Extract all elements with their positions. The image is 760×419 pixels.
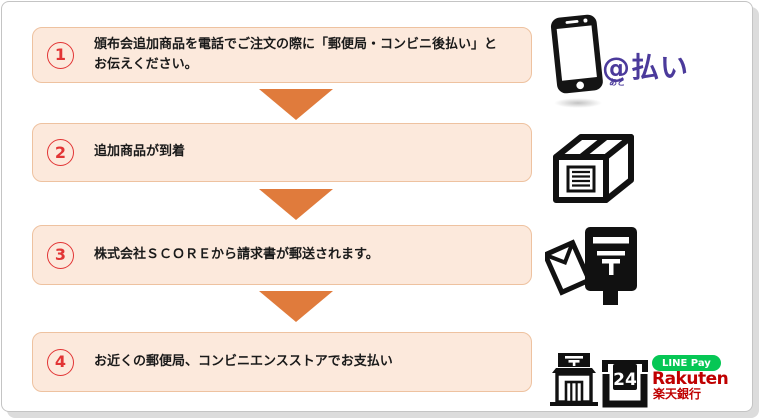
step-text: 頒布会追加商品を電話でご注文の際に「郵便局・コンビニ後払い」と お伝えください。: [94, 36, 498, 72]
rakuten-logo: Rakuten: [652, 369, 729, 389]
atobarai-furigana: あと: [609, 78, 625, 87]
step-box-2: 2 追加商品が到着: [32, 123, 532, 182]
line-pay-logo: LINE Pay: [652, 355, 721, 371]
payment-flow-panel: 1 頒布会追加商品を電話でご注文の際に「郵便局・コンビニ後払い」と お伝えくださ…: [1, 1, 753, 412]
atobarai-logo: @あと払い: [602, 46, 690, 87]
post-office-icon: 24: [550, 353, 648, 408]
flow-down-arrow-icon: [259, 291, 333, 322]
postbox-envelope-icon: [541, 227, 637, 305]
smartphone-icon: [550, 14, 603, 94]
step-number-badge: 2: [47, 139, 74, 166]
package-box-icon: [553, 134, 634, 203]
flow-down-arrow-icon: [259, 89, 333, 120]
step-number-badge: 4: [47, 348, 74, 376]
step-box-4: 4 お近くの郵便局、コンビニエンスストアでお支払い: [32, 332, 532, 392]
step-text: お近くの郵便局、コンビニエンスストアでお支払い: [94, 353, 393, 369]
store-24-icon: 24: [602, 360, 648, 408]
atobarai-at-symbol: @あと: [602, 51, 631, 87]
package-group: [548, 130, 654, 210]
payment-places-group: 24: [550, 352, 650, 411]
step-box-1: 1 頒布会追加商品を電話でご注文の際に「郵便局・コンビニ後払い」と お伝えくださ…: [32, 27, 532, 83]
step-text: 株式会社ＳＣＯＲＥから請求書が郵送されます。: [94, 246, 379, 262]
step-number-badge: 1: [47, 41, 74, 69]
step-text: 追加商品が到着: [94, 144, 186, 160]
mailing-group: [541, 225, 645, 311]
step-box-3: 3 株式会社ＳＣＯＲＥから請求書が郵送されます。: [32, 225, 532, 285]
smartphone-reflection: [554, 98, 602, 108]
atobarai-suffix: 払い: [631, 51, 690, 84]
step-number-badge: 3: [47, 241, 74, 269]
rakuten-bank-label: 楽天銀行: [653, 387, 702, 401]
atobarai-smartphone-group: @あと払い: [550, 14, 720, 114]
svg-text:24: 24: [613, 370, 637, 390]
flow-down-arrow-icon: [259, 189, 333, 220]
